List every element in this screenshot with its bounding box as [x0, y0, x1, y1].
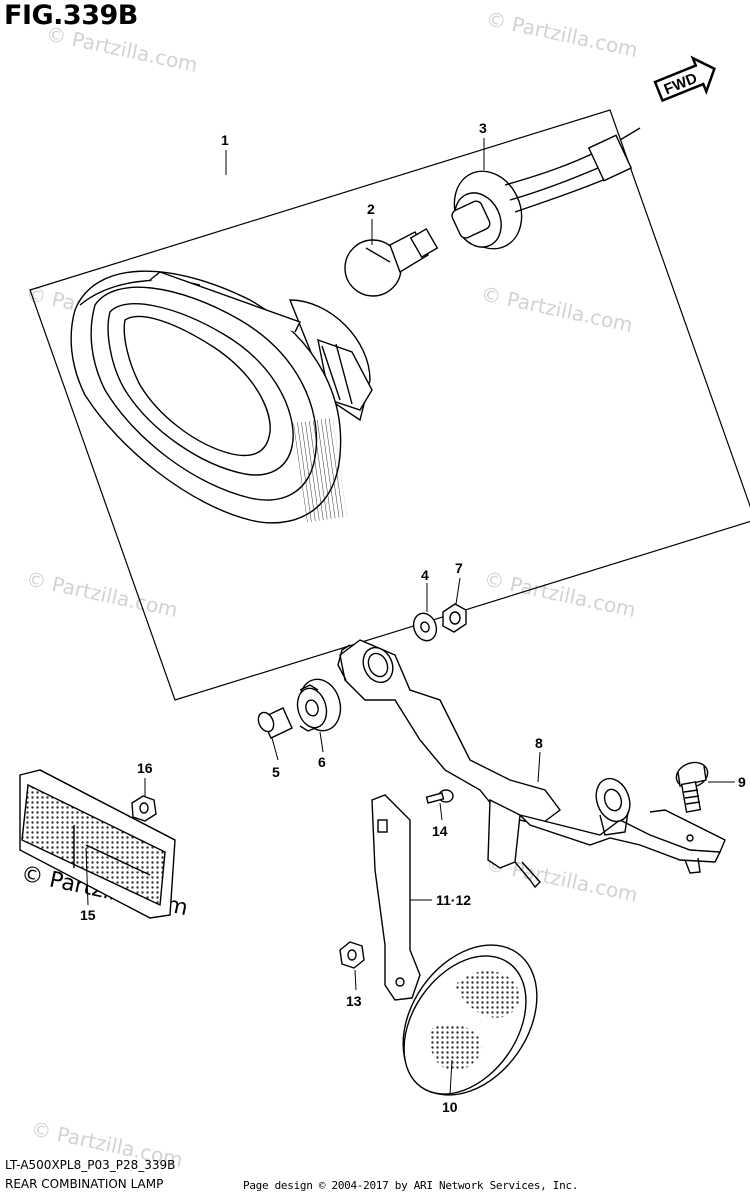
part-14-screw: [425, 789, 454, 804]
part-2-bulb: [344, 228, 439, 297]
callout-2: 2: [367, 201, 375, 217]
callout-5: 5: [272, 764, 280, 780]
watermark-text: © Partzilla.com: [484, 6, 640, 62]
callout-10: 10: [442, 1099, 458, 1115]
part-5-collar: [257, 707, 293, 739]
callout-16: 16: [137, 760, 153, 776]
callout-13: 13: [346, 993, 362, 1009]
part-9-bolt: [675, 761, 709, 813]
part-6-grommet: [296, 678, 342, 732]
callout-1: 1: [221, 132, 229, 148]
part-15-rect-reflector: [19, 769, 176, 919]
callout-4: 4: [421, 567, 429, 583]
watermark-text: © Partzilla.com: [24, 566, 180, 622]
part-7-nut: [442, 603, 467, 633]
fwd-arrow-icon: FWD: [653, 55, 716, 103]
assembly-group-outline: [29, 109, 750, 701]
watermark-group: © Partzilla.com © Partzilla.com © Partzi…: [24, 6, 640, 1172]
figure-title: FIG.339B: [4, 0, 138, 31]
part-1-lamp-assembly: [70, 270, 373, 524]
watermark-text: © Partzilla.com: [44, 21, 200, 77]
callout-8: 8: [535, 735, 543, 751]
diagram-caption: REAR COMBINATION LAMP: [5, 1177, 164, 1191]
page-credit: Page design © 2004-2017 by ARI Network S…: [243, 1179, 579, 1192]
part-4-washer: [412, 612, 438, 642]
callout-7: 7: [455, 560, 463, 576]
part-3-socket: [451, 127, 641, 250]
watermark-text: © Partzilla.com: [482, 566, 638, 622]
part-8-bracket: [337, 639, 726, 889]
leader-lines: [85, 138, 735, 1096]
callout-14: 14: [432, 823, 448, 839]
drawing-code: LT-A500XPL8_P03_P28_339B: [5, 1158, 176, 1172]
part-10-round-reflector: [402, 944, 538, 1096]
part-11-12-stay: [371, 794, 421, 1001]
callout-labels: 1 2 3 4 5 6 7 8 9 10 11·12 13 14 15 16: [80, 120, 746, 1115]
callout-15: 15: [80, 907, 96, 923]
part-16-nut: [131, 795, 157, 822]
watermark-text: © Partzilla.com: [479, 281, 635, 337]
callout-11-12: 11·12: [436, 892, 471, 908]
callout-3: 3: [479, 120, 487, 136]
part-13-nut: [339, 941, 365, 969]
callout-6: 6: [318, 754, 326, 770]
callout-9: 9: [738, 774, 746, 790]
